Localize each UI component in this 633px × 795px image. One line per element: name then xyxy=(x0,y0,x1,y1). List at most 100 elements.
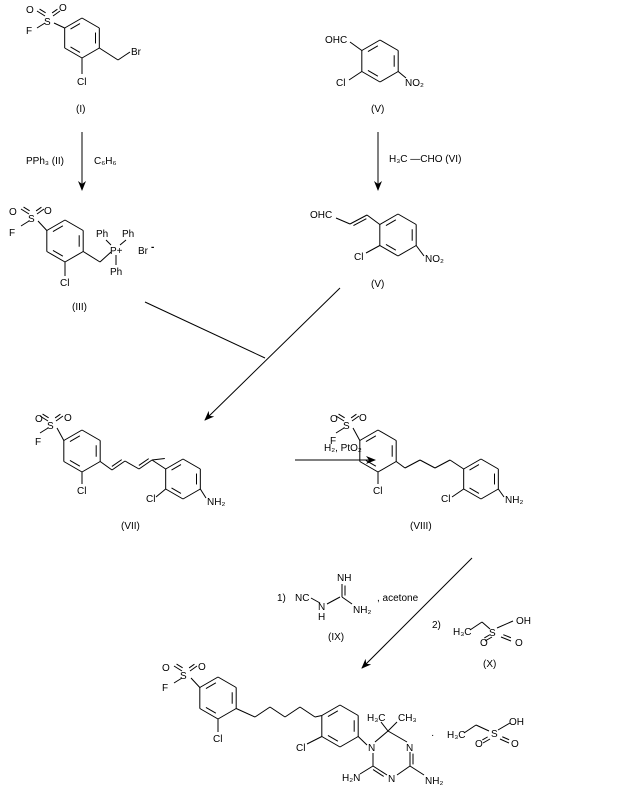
aromatic-bond xyxy=(365,435,377,443)
ring-bond xyxy=(321,736,341,748)
atom-o: O xyxy=(59,3,67,14)
atom-s: S xyxy=(489,628,496,639)
bond xyxy=(419,459,436,469)
reagent-pph3: PPh₃ (II) xyxy=(26,156,64,167)
bond xyxy=(359,765,374,775)
bond xyxy=(53,22,65,29)
double-bond xyxy=(482,736,488,741)
compound-VII: O O S F Cl Cl NH₂ (VII) xyxy=(35,413,225,532)
double-bond xyxy=(503,634,512,639)
atom-cl: Cl xyxy=(60,278,69,289)
double-bond xyxy=(111,459,123,467)
ring-bond xyxy=(81,461,101,473)
compound-label: (X) xyxy=(483,659,496,670)
atom-f: F xyxy=(162,683,168,694)
atom-cl: Cl xyxy=(441,494,450,505)
aromatic-bond xyxy=(205,706,217,714)
ring-bond xyxy=(379,245,399,257)
ring-bond xyxy=(379,71,399,83)
bond xyxy=(482,738,491,744)
bond xyxy=(434,459,451,469)
aromatic-bond xyxy=(69,435,81,443)
bond xyxy=(306,736,323,745)
methyl-group: H₃C xyxy=(367,713,386,724)
nitro-group: NO₂ xyxy=(405,78,424,89)
compound-V-cinnamaldehyde: OHC Cl NO₂ (V) xyxy=(310,210,444,290)
ring-bond xyxy=(463,488,482,500)
ring-bond xyxy=(182,458,201,470)
compound-label: (I) xyxy=(76,104,85,115)
atom-h: H xyxy=(318,612,325,623)
ring-bond xyxy=(361,39,381,51)
reagent-IX: 1) NC N H NH NH₂ , acetone (IX) xyxy=(277,573,419,643)
step-number: 1) xyxy=(277,593,286,604)
bond xyxy=(500,636,512,642)
double-bond xyxy=(372,769,384,777)
reagent-hydrogenation: H₂, PtO₂ xyxy=(324,443,362,454)
ring-bond xyxy=(217,676,237,688)
double-bond xyxy=(502,736,510,741)
bond xyxy=(374,730,389,743)
bond xyxy=(99,47,119,61)
aromatic-bond xyxy=(52,249,64,257)
atom-f: F xyxy=(330,436,336,447)
bond xyxy=(396,765,411,776)
bond xyxy=(335,427,345,434)
bond xyxy=(335,217,351,225)
ring-bond xyxy=(379,213,399,225)
negative-charge: - xyxy=(151,242,154,253)
ring-bond xyxy=(81,429,101,441)
final-product: O O S F Cl Cl N N N H₃C CH₃ H₂N NH₂ · H₃… xyxy=(162,662,524,787)
double-bond xyxy=(35,206,42,212)
ring-bond xyxy=(64,219,84,231)
compound-VIII: O O S F Cl Cl NH₂ (VIII) xyxy=(330,413,523,532)
bond xyxy=(155,488,166,498)
atom-o: O xyxy=(198,662,206,673)
bond xyxy=(151,459,166,470)
ring-bond xyxy=(480,488,499,500)
aromatic-bond xyxy=(367,69,379,77)
atom-br: Br xyxy=(131,47,142,58)
bond xyxy=(349,41,363,51)
bond xyxy=(404,459,421,469)
methyl-group: H₃C xyxy=(453,627,472,638)
ring-bond xyxy=(64,47,83,59)
double-bond xyxy=(138,458,150,466)
bond xyxy=(39,415,49,422)
bond xyxy=(199,488,207,499)
bond xyxy=(284,706,301,718)
atom-o: O xyxy=(26,5,34,16)
bond xyxy=(352,427,361,441)
bond xyxy=(189,665,198,672)
atom-n: N xyxy=(318,602,325,613)
bond xyxy=(190,677,201,688)
bond xyxy=(37,220,48,231)
atom-o: O xyxy=(515,638,523,649)
ring-bond xyxy=(46,219,66,231)
amino-group: NH₂ xyxy=(425,776,443,787)
double-bond xyxy=(350,413,357,419)
atom-s: S xyxy=(44,17,51,28)
bromide-ion: Br xyxy=(138,246,149,257)
ring-bond xyxy=(217,708,237,720)
double-bond xyxy=(51,8,58,14)
atom-o: O xyxy=(330,414,338,425)
phenyl-label: Ph xyxy=(110,267,122,278)
bond xyxy=(36,208,45,215)
bonds-layer xyxy=(20,8,514,777)
step-number: 2) xyxy=(432,620,441,631)
atom-o: O xyxy=(44,206,52,217)
ring-bond xyxy=(321,704,341,716)
double-bond xyxy=(484,634,490,639)
bond xyxy=(117,51,131,61)
bond xyxy=(39,427,49,434)
double-bond xyxy=(54,413,61,419)
double-bond xyxy=(176,663,183,669)
bond xyxy=(357,736,368,746)
bond xyxy=(151,458,165,461)
atom-f: F xyxy=(9,228,15,239)
atom-cl: Cl xyxy=(213,734,222,745)
aromatic-bond xyxy=(469,464,480,471)
bond xyxy=(99,251,112,263)
